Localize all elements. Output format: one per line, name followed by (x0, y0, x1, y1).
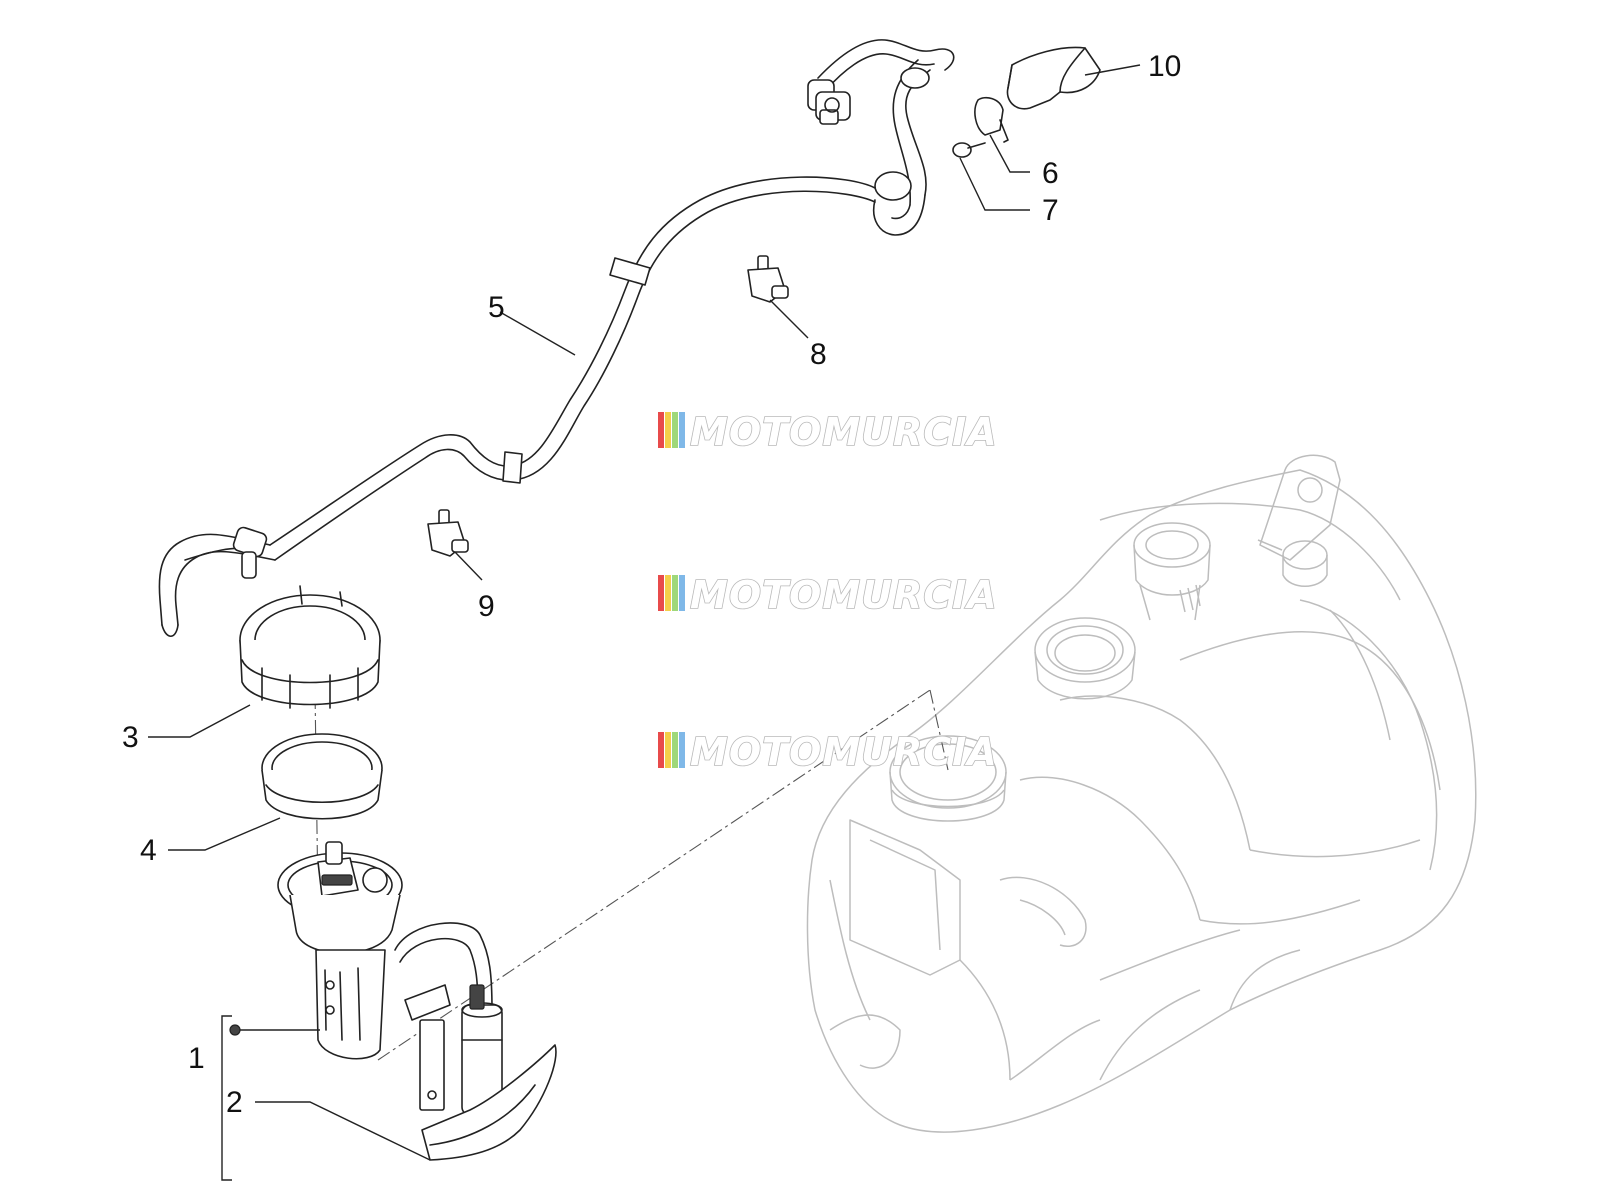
clip-part-6 (974, 96, 1009, 143)
leader-6 (989, 134, 1030, 173)
callout-5: 5 (488, 291, 505, 324)
watermark-stripe (679, 732, 685, 768)
watermark-text: MOTOMURCIA (690, 730, 998, 774)
watermark-stripe (672, 575, 678, 611)
fuel-tank (806, 454, 1477, 1133)
watermark-1: MOTOMURCIA (658, 409, 998, 455)
assembly-line-vertical (313, 619, 319, 901)
watermark-stripe (658, 412, 664, 448)
leader-3 (148, 704, 251, 738)
callout-6: 6 (1042, 157, 1059, 190)
watermark-stripe (679, 412, 685, 448)
seal-part-4 (261, 733, 383, 820)
callout-10: 10 (1148, 50, 1181, 83)
watermark-2: MOTOMURCIA (658, 572, 998, 618)
leader-1-dot (229, 1024, 241, 1036)
callout-9: 9 (478, 590, 495, 623)
connector-part-8 (747, 255, 789, 303)
filter-part-2 (421, 1044, 557, 1161)
callout-8: 8 (810, 338, 827, 371)
watermark-stripe (658, 732, 664, 768)
watermark-text: MOTOMURCIA (690, 573, 998, 617)
bracket-1-2 (221, 1015, 232, 1181)
watermark-stripe (672, 732, 678, 768)
leader-10 (1084, 64, 1141, 76)
callout-7: 7 (1042, 194, 1059, 227)
callout-3: 3 (122, 721, 139, 754)
callout-2: 2 (226, 1086, 243, 1119)
callout-1: 1 (188, 1042, 205, 1075)
watermark-stripe (672, 412, 678, 448)
callout-numbers: 10 6 7 8 5 9 3 4 1 2 (122, 50, 1181, 1119)
leader-7 (959, 157, 1030, 211)
leader-8 (769, 299, 809, 339)
bracket-part-10 (1006, 46, 1101, 110)
fuel-hose (158, 39, 955, 638)
connector-part-9 (427, 509, 469, 557)
callout-4: 4 (140, 834, 157, 867)
ring-nut-part-3 (239, 585, 381, 709)
fuel-pump-part-1 (277, 841, 503, 1116)
watermark-stripe (665, 732, 671, 768)
assembly-line-tank (929, 689, 949, 771)
leader-2 (255, 1101, 431, 1161)
leader-4 (168, 817, 281, 851)
leader-9 (454, 551, 483, 581)
watermark-stripe (665, 575, 671, 611)
watermark-stripe (665, 412, 671, 448)
watermark-text: MOTOMURCIA (690, 410, 998, 454)
watermark-stripe (679, 575, 685, 611)
leader-5 (499, 311, 576, 356)
screw-part-7 (952, 142, 986, 158)
watermark-3: MOTOMURCIA (658, 729, 998, 775)
watermark-stripe (658, 575, 664, 611)
leader-lines (148, 64, 1141, 1181)
